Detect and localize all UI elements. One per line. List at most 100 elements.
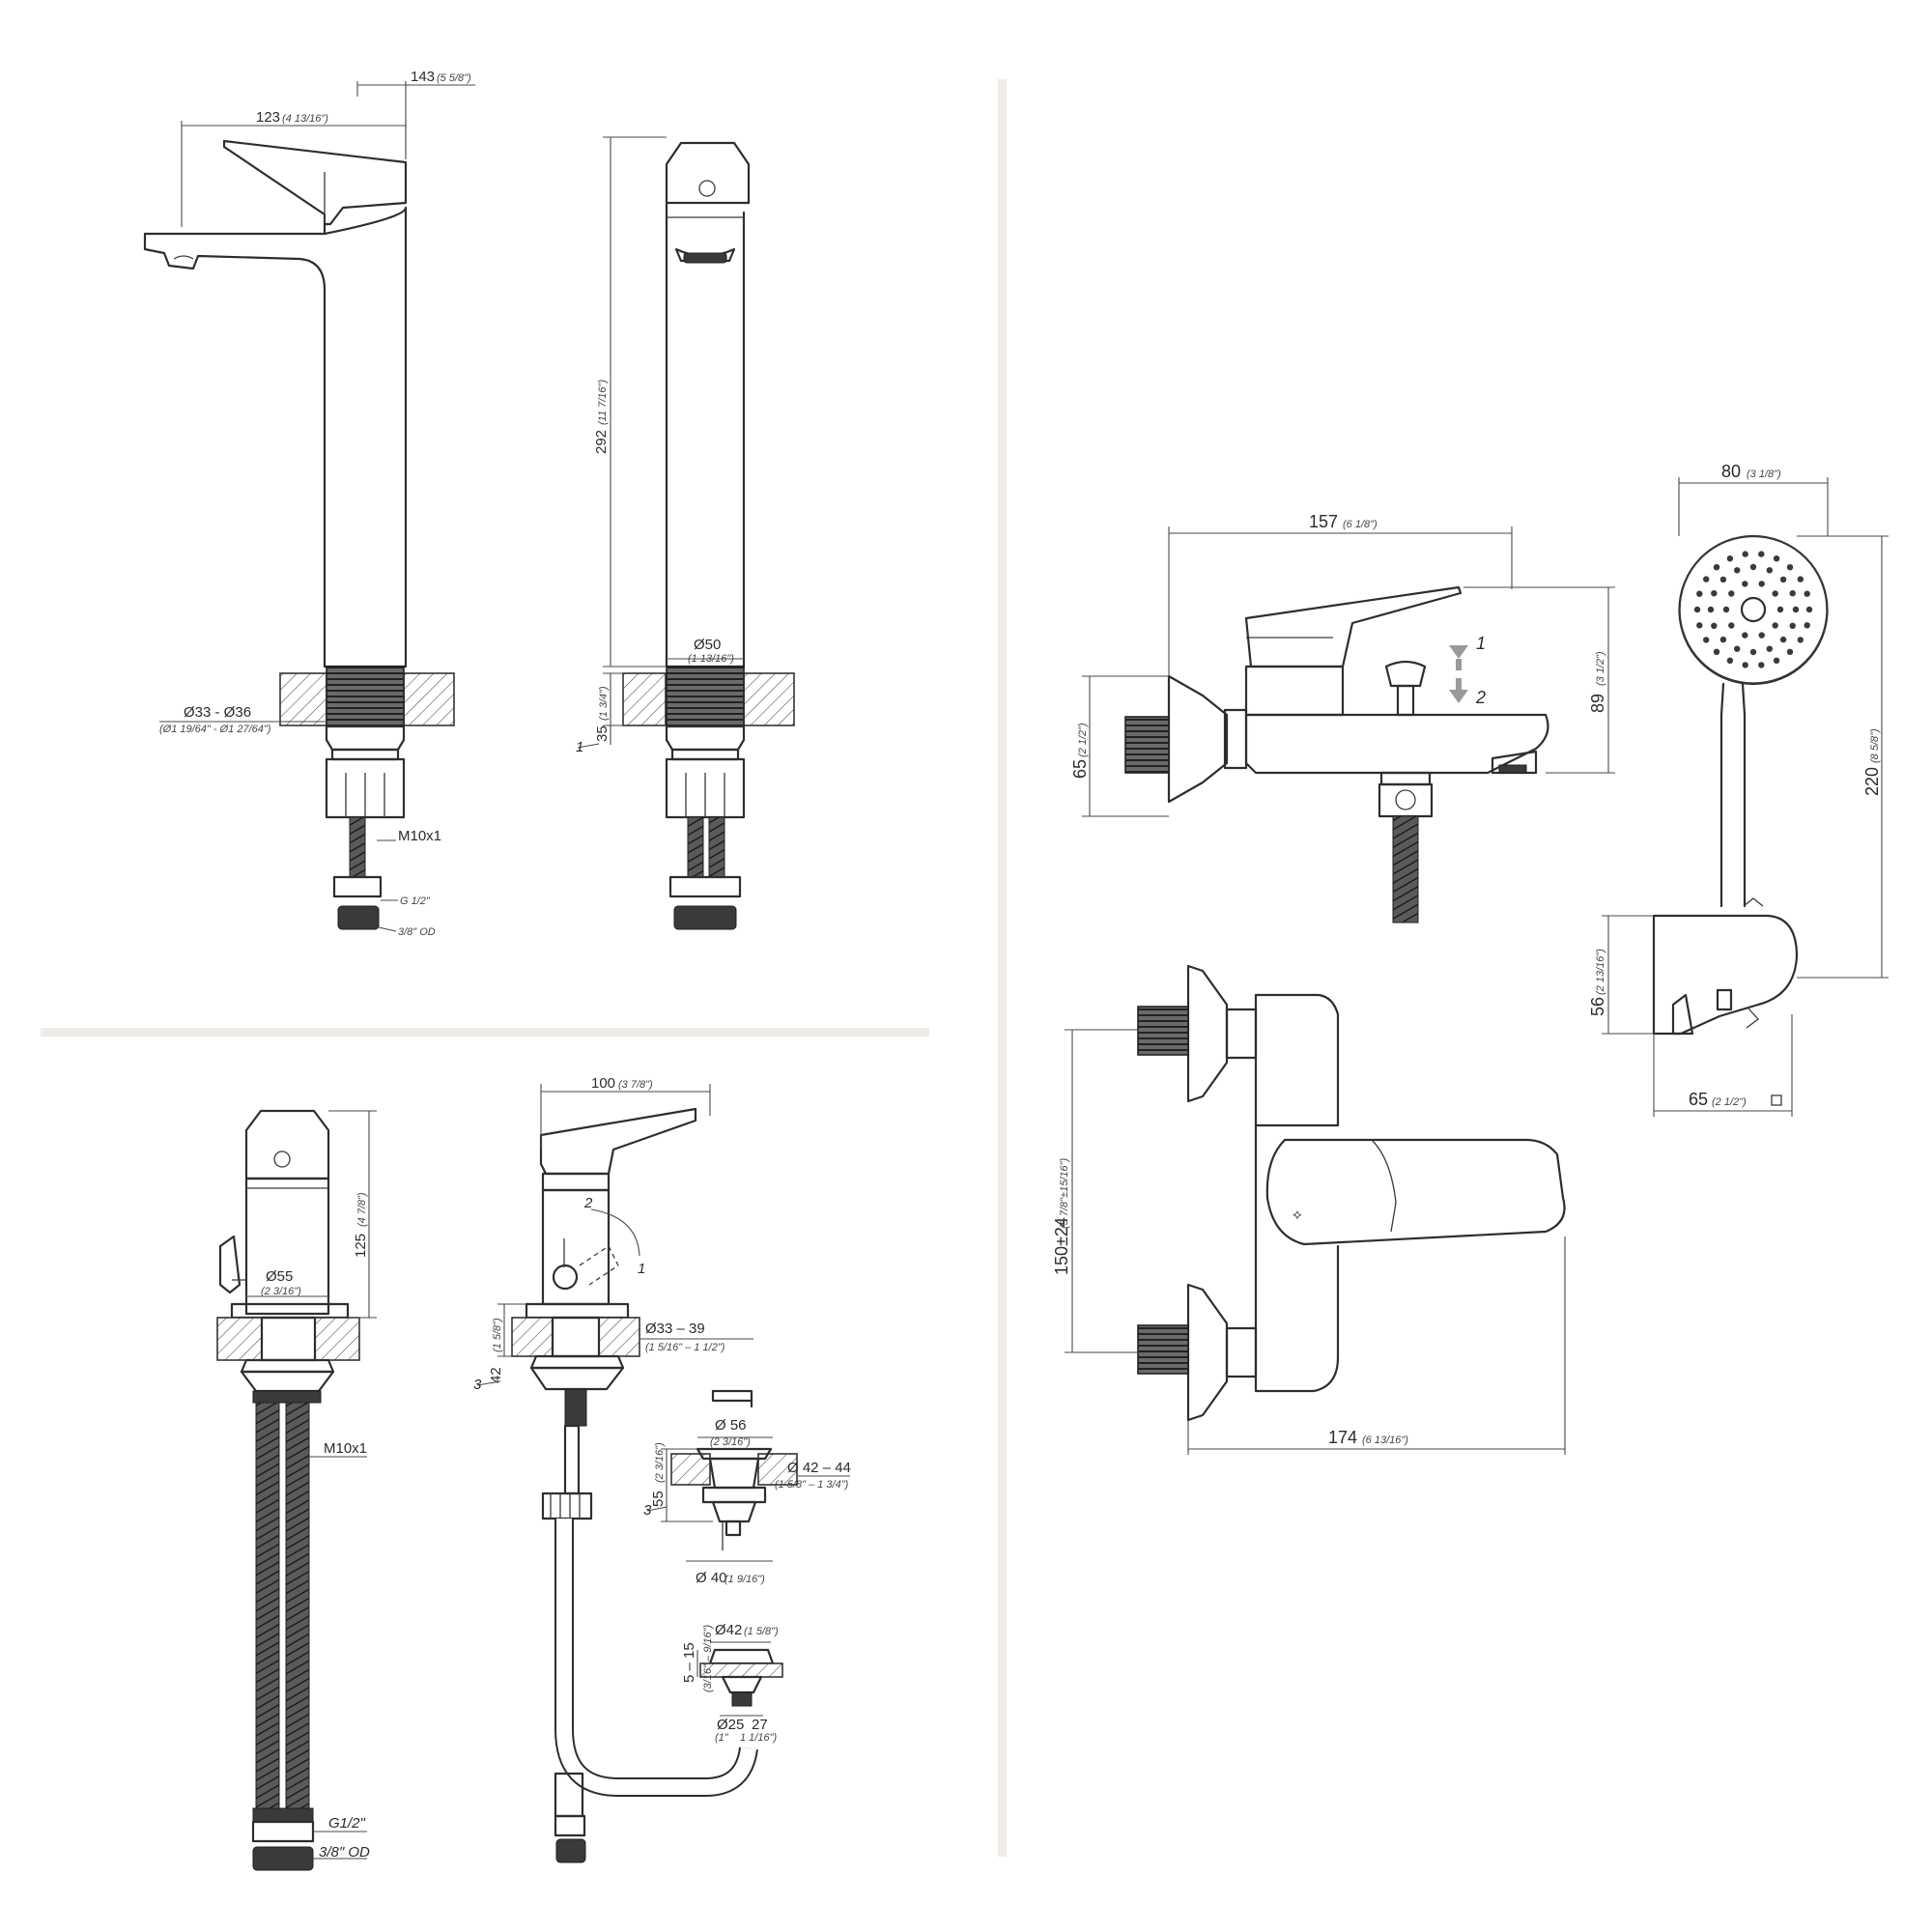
diverter-position-2: 2 bbox=[1475, 688, 1486, 707]
lever-position-2: 2 bbox=[583, 1195, 593, 1211]
dim-hole-diameter-in: (Ø1 19/64" - Ø1 27/64") bbox=[159, 724, 271, 735]
nozzle-dot bbox=[1703, 576, 1710, 582]
dim-flange-65-in: (2 1/2") bbox=[1077, 723, 1089, 757]
label-g-half-b: G1/2" bbox=[328, 1815, 366, 1832]
dim-bath-height-89-in: (3 1/2") bbox=[1595, 651, 1606, 686]
dim-hole-42-44-in: (1 5/8" – 1 3/4") bbox=[775, 1479, 849, 1491]
bath-mixer-top-view: ⟡ bbox=[1137, 964, 1566, 1422]
nozzle-dot bbox=[1758, 632, 1765, 639]
nozzle-dot bbox=[1719, 576, 1727, 583]
dim-height-292: 292 bbox=[593, 430, 610, 454]
dim-shower-220: 220 bbox=[1862, 767, 1882, 796]
dim-deck-42-in: (1 5/8") bbox=[492, 1318, 503, 1352]
nozzle-dot bbox=[1766, 645, 1774, 652]
nozzle-dot bbox=[1773, 657, 1780, 664]
dim-height-292-in: (11 7/16") bbox=[597, 380, 609, 425]
item-number-1: 1 bbox=[576, 739, 583, 755]
nozzle-dot bbox=[1693, 606, 1701, 613]
nozzle-dot bbox=[1742, 581, 1748, 587]
dim-pipe-27: 27 bbox=[752, 1717, 768, 1733]
nozzle-dot bbox=[1734, 645, 1741, 652]
dim-deck-35-in: (1 3/4") bbox=[598, 686, 610, 721]
dim-pipe-27-in: 1 1/16") bbox=[740, 1732, 777, 1744]
nozzle-dot bbox=[1728, 622, 1735, 629]
dim-holder-65: 65 bbox=[1689, 1090, 1708, 1109]
nozzle-dot bbox=[1696, 590, 1703, 597]
nozzle-dot bbox=[1726, 555, 1734, 562]
nozzle-dot bbox=[1804, 622, 1810, 629]
nozzle-dot bbox=[1758, 551, 1765, 557]
nozzle-dot bbox=[1728, 590, 1735, 597]
dim-overflow-42-in: (1 5/8") bbox=[744, 1626, 779, 1637]
dim-centers-150-in: (5 7/8"±15/16") bbox=[1059, 1157, 1070, 1229]
nozzle-dot bbox=[1773, 555, 1780, 562]
dim-reach-inner-in: (4 13/16") bbox=[282, 113, 328, 125]
nozzle-dot bbox=[1789, 622, 1796, 629]
low-basin-side-dims: 100 (3 7/8") 42 (1 5/8") 3 Ø33 – 39 (1 5… bbox=[473, 1075, 753, 1393]
nozzle-dot bbox=[1713, 648, 1720, 655]
dim-holder-65-in: (2 1/2") bbox=[1712, 1096, 1747, 1108]
hand-shower-dims: 80 (3 1/8") 220 (8 5/8") 56 (2 13/16") 6… bbox=[1588, 462, 1889, 1117]
bath-mixer-side-dims: 157 (6 1/8") 89 (3 1/2") 65 (2 1/2") bbox=[1070, 512, 1615, 817]
nozzle-dot bbox=[1707, 606, 1715, 613]
dim-flange-65: 65 bbox=[1070, 759, 1090, 779]
dim-hole-42-44: Ø 42 – 44 bbox=[787, 1460, 851, 1476]
dim-top-width-174: 174 bbox=[1328, 1428, 1357, 1447]
nozzle-dot bbox=[1779, 636, 1787, 643]
item-number-3b: 3 bbox=[643, 1502, 652, 1519]
dim-shower-220-in: (8 5/8") bbox=[1869, 728, 1881, 763]
dim-centers-150: 150±24 bbox=[1052, 1217, 1071, 1275]
dim-height-125-in: (4 7/8") bbox=[356, 1192, 368, 1227]
dim-body-40: Ø 40 bbox=[696, 1570, 727, 1586]
nozzle-dot bbox=[1734, 567, 1741, 574]
low-basin-front-view bbox=[216, 1109, 360, 1871]
nozzle-dot bbox=[1742, 551, 1748, 557]
nozzle-dot bbox=[1772, 622, 1778, 629]
nozzle-dot bbox=[1719, 636, 1727, 643]
nozzle-dot bbox=[1766, 567, 1774, 574]
tall-basin-front-dims: 292 (11 7/16") Ø50 (1 13/16") 35 (1 3/4"… bbox=[576, 136, 744, 755]
dim-body-40-in: (1 9/16") bbox=[724, 1574, 765, 1585]
bath-mixer-side-view: 1 2 bbox=[1124, 585, 1549, 923]
nozzle-dot bbox=[1696, 622, 1703, 629]
dim-overflow-thickness-in: (3/16" – 9/16") bbox=[702, 1624, 714, 1692]
nozzle-dot bbox=[1804, 590, 1810, 597]
dim-bath-height-89: 89 bbox=[1588, 694, 1607, 713]
dim-top-width-174-in: (6 13/16") bbox=[1362, 1435, 1408, 1446]
dim-waste-55-in: (2 3/16") bbox=[654, 1442, 666, 1483]
label-od-b: 3/8" OD bbox=[319, 1844, 370, 1861]
nozzle-dot bbox=[1711, 590, 1718, 597]
bath-mixer-top-dims: 150±24 (5 7/8"±15/16") 174 (6 13/16") bbox=[1052, 1029, 1566, 1455]
nozzle-dot bbox=[1758, 581, 1765, 587]
hand-shower bbox=[1652, 534, 1829, 1036]
dim-bath-width-157-in: (6 1/8") bbox=[1343, 519, 1378, 530]
nozzle-dot bbox=[1749, 563, 1757, 571]
nozzle-dot bbox=[1792, 606, 1800, 613]
nozzle-dot bbox=[1758, 662, 1765, 668]
vertical-divider bbox=[998, 79, 1007, 1857]
low-basin-side-view: 2 1 bbox=[511, 1107, 758, 1863]
tall-basin-side-dims: 123 (4 13/16") 143 (5 5/8") Ø33 - Ø36 (Ø… bbox=[159, 69, 475, 938]
item-number-3a: 3 bbox=[473, 1377, 482, 1393]
spray-nozzles bbox=[1693, 551, 1813, 668]
horizontal-divider bbox=[41, 1028, 929, 1037]
dim-hole-33-39: Ø33 – 39 bbox=[645, 1321, 705, 1337]
dim-reach-100: 100 bbox=[591, 1075, 615, 1092]
nozzle-dot bbox=[1742, 662, 1748, 668]
dim-holder-56: 56 bbox=[1588, 997, 1607, 1016]
dim-cap-56: Ø 56 bbox=[715, 1417, 747, 1434]
dim-hole-diameter: Ø33 - Ø36 bbox=[184, 704, 251, 721]
lever-position-1: 1 bbox=[638, 1261, 645, 1277]
nozzle-dot bbox=[1786, 648, 1794, 655]
dim-hole-33-39-in: (1 5/16" – 1 1/2") bbox=[645, 1342, 725, 1353]
label-od: 3/8" OD bbox=[398, 926, 436, 938]
label-g-half: G 1/2" bbox=[400, 895, 431, 907]
dim-deck-42: 42 bbox=[488, 1367, 504, 1383]
overflow-detail: Ø42 (1 5/8") 5 – 15 (3/16" – 9/16") Ø25 … bbox=[681, 1622, 783, 1744]
dim-bath-width-157: 157 bbox=[1309, 512, 1338, 531]
nozzle-dot bbox=[1789, 590, 1796, 597]
label-thread-m10-b: M10x1 bbox=[324, 1440, 367, 1457]
nozzle-dot bbox=[1713, 564, 1720, 571]
dim-reach-inner: 123 bbox=[256, 109, 280, 126]
